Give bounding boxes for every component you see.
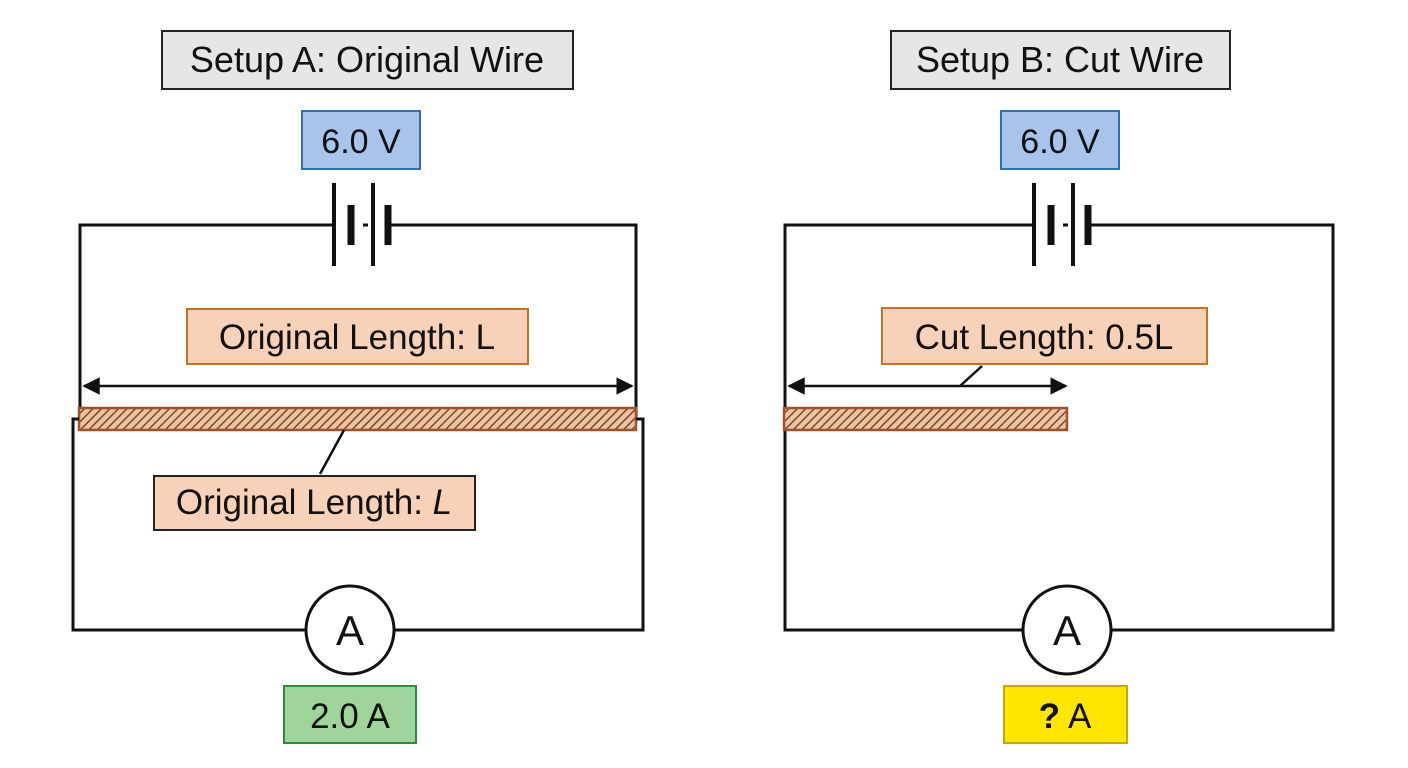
setup-b-current-box: ?A [1003, 685, 1128, 744]
setup-b-current-unit: A [1068, 697, 1092, 736]
setup-a-leader-line [318, 429, 346, 475]
setup-a-current-box: 2.0 A [283, 685, 417, 744]
setup-a: Setup A: Original Wire 6.0 V Original Le… [71, 30, 645, 744]
setup-b-length-label: Cut Length: 0.5L [915, 318, 1174, 357]
setup-a-length-label-top-box: Original Length: L [186, 308, 529, 365]
setup-b-leader-line [959, 365, 983, 387]
setup-a-length-label-bottom-box: Original Length: L [153, 475, 476, 531]
setup-a-ammeter-icon: A [304, 584, 396, 676]
setup-b-title-box: Setup B: Cut Wire [890, 30, 1231, 90]
setup-b-current-label: ?A [1039, 697, 1092, 736]
setup-a-title-box: Setup A: Original Wire [161, 30, 574, 90]
setup-a-length-label-bottom-text: Original Length: [176, 483, 433, 522]
setup-b-voltage-box: 6.0 V [1000, 110, 1120, 170]
setup-a-voltage-box: 6.0 V [301, 110, 421, 170]
setup-a-battery-icon [332, 183, 392, 266]
setup-b-voltage-label: 6.0 V [1020, 123, 1100, 161]
setup-b-ammeter-symbol: A [1053, 607, 1081, 654]
setup-a-upper-loop [78, 223, 638, 420]
setup-a-lower-loop [71, 417, 645, 632]
setup-a-current-label: 2.0 A [310, 697, 390, 736]
setup-b-battery-icon [1032, 183, 1092, 266]
setup-a-length-symbol: L [433, 483, 452, 522]
setup-b-title: Setup B: Cut Wire [916, 39, 1204, 80]
setup-b: Setup B: Cut Wire 6.0 V Cut Length: 0.5L [782, 30, 1335, 744]
setup-b-length-label-box: Cut Length: 0.5L [881, 307, 1208, 365]
setup-a-length-label-bottom: Original Length: L [176, 483, 452, 522]
setup-b-current-unknown: ? [1039, 697, 1060, 736]
setup-b-wire-sample [782, 406, 1069, 432]
setup-a-wire-sample [77, 406, 638, 432]
setup-a-ammeter-symbol: A [336, 607, 364, 654]
setup-a-length-label-top: Original Length: L [219, 318, 495, 357]
setup-b-ammeter-icon: A [1021, 584, 1113, 676]
setup-a-voltage-label: 6.0 V [321, 123, 401, 161]
setup-a-title: Setup A: Original Wire [190, 39, 544, 80]
